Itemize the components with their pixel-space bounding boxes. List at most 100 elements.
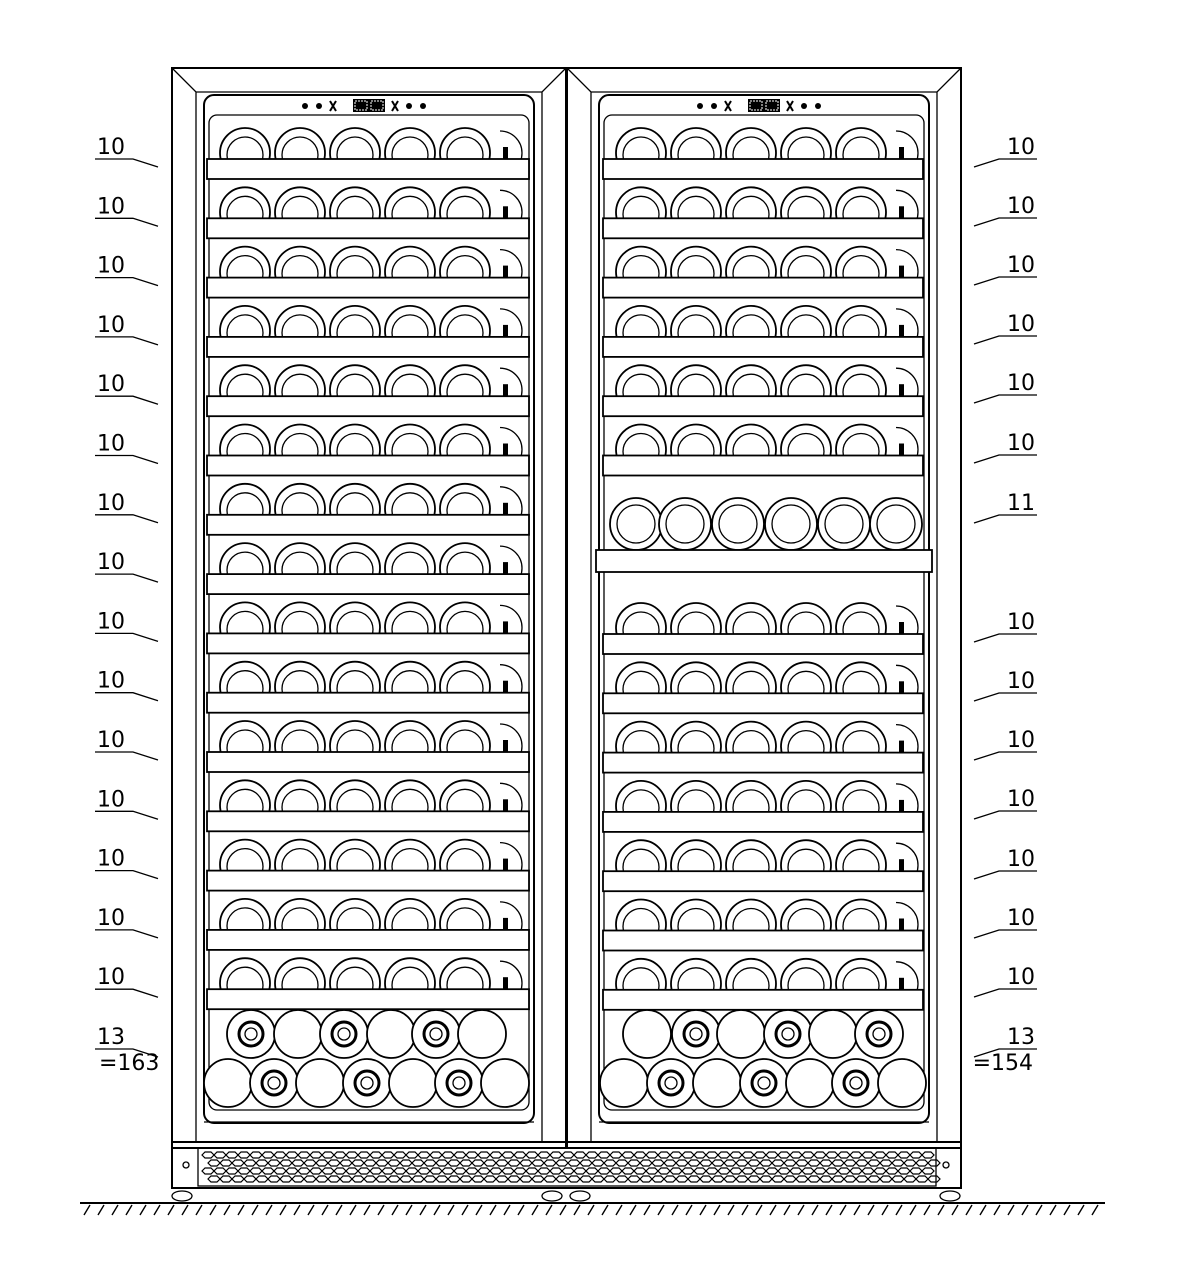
right-shelf-front (602, 929, 924, 952)
floor-line (80, 1202, 1105, 1216)
right-leader-line (973, 633, 1037, 643)
left-shelf-count: 10 (97, 313, 125, 338)
left-shelf-count: 10 (97, 194, 125, 219)
right-control-button (786, 100, 794, 112)
right-bottle-neck (899, 859, 904, 872)
right-control-button (697, 103, 703, 109)
left-shelf-front (206, 395, 530, 418)
right-leader-line (973, 692, 1037, 702)
left-shelf-count: 10 (97, 728, 125, 753)
left-shelf-front (206, 929, 530, 951)
left-shelf-count: 10 (97, 135, 125, 160)
left-cabinet-racks (203, 127, 530, 1108)
left-stacked-bottle (295, 1058, 345, 1108)
right-leader-line (973, 929, 1037, 939)
right-control-button (815, 103, 821, 109)
left-shelf-count: 10 (97, 787, 125, 812)
right-display-bottle (764, 497, 818, 551)
right-bottle-neck-end (774, 1020, 802, 1048)
left-bottle-neck (503, 740, 508, 752)
left-stacked-bottle (273, 1009, 323, 1059)
right-stacked-bottle (599, 1058, 649, 1108)
right-bottle-neck-end (842, 1069, 870, 1097)
left-leader-line (95, 1048, 159, 1058)
right-shelf-count: 10 (1007, 253, 1035, 278)
left-bottle-neck (503, 680, 508, 693)
right-shelf-front (602, 751, 924, 774)
left-bottle-neck (503, 621, 508, 634)
right-shelf-front (602, 811, 924, 833)
left-bottle-neck (503, 206, 508, 219)
left-leader-line (95, 632, 159, 643)
cabinet-foot (541, 1190, 563, 1202)
left-stacked-bottle (457, 1009, 507, 1059)
left-bottle-neck-end (353, 1069, 381, 1097)
left-shelf-count: 10 (97, 906, 125, 931)
right-control-panel (697, 99, 821, 112)
right-stacked-bottle (808, 1009, 858, 1059)
right-bottle-neck (899, 977, 904, 990)
left-leader-line (95, 336, 159, 346)
left-shelf-front (206, 751, 530, 773)
right-stacked-bottle (692, 1058, 742, 1108)
left-shelf-count: 10 (97, 609, 125, 634)
right-leader-line (973, 810, 1037, 820)
left-stacked-bottle (388, 1058, 438, 1108)
left-leader-line (95, 869, 159, 880)
left-shelf-count: 10 (97, 965, 125, 990)
left-leader-line (95, 692, 159, 702)
left-leader-line (95, 751, 159, 761)
cabinet-foot (569, 1190, 591, 1202)
right-shelf-count: 10 (1007, 787, 1035, 812)
grille-screw (182, 1161, 190, 1169)
right-bottle-neck (899, 740, 904, 753)
left-bottle-neck (503, 265, 508, 278)
right-leader-line (973, 276, 1037, 286)
left-shelf-front (206, 810, 530, 833)
right-bottle-neck (899, 324, 904, 337)
left-bottle-neck (503, 917, 508, 930)
left-leader-line (95, 810, 159, 820)
left-control-button (302, 103, 308, 109)
left-leader-line (95, 158, 159, 168)
right-bottle-neck (899, 681, 904, 694)
left-bottle-neck (503, 977, 508, 990)
right-bottle-neck-end (865, 1020, 893, 1048)
base-plinth (171, 1141, 962, 1189)
left-stacked-bottle (203, 1058, 253, 1108)
right-shelf-front (602, 633, 924, 655)
left-shelf-count: 10 (97, 432, 125, 457)
left-bottle-neck (503, 502, 508, 515)
left-leader-line (95, 514, 159, 524)
right-shelf-front (602, 692, 924, 715)
right-shelf-count: 10 (1007, 965, 1035, 990)
left-shelf-front (206, 632, 530, 655)
right-shelf-count: 10 (1007, 135, 1035, 160)
right-bottle-neck (899, 622, 904, 634)
left-total: =163 (99, 1051, 159, 1076)
right-shelf-front (602, 158, 924, 180)
left-bottle-neck-end (422, 1020, 450, 1048)
left-control-panel (302, 99, 426, 112)
left-bottle-neck (503, 858, 508, 871)
grille-pattern (201, 1151, 941, 1183)
right-bottle-neck (899, 443, 904, 456)
grille-frame (197, 1147, 937, 1187)
right-bottom-count: 13 (1007, 1025, 1035, 1050)
right-shelf-count: 10 (1007, 610, 1035, 635)
left-shelf-count: 10 (97, 847, 125, 872)
right-leader-line (973, 335, 1037, 345)
left-bottle-neck-end (260, 1069, 288, 1097)
right-display (748, 99, 780, 112)
left-control-button (406, 103, 412, 109)
left-display (353, 99, 385, 112)
left-shelf-front (206, 335, 530, 358)
left-shelf-count: 10 (97, 372, 125, 397)
left-shelf-front (206, 573, 530, 595)
left-bottle-neck (503, 147, 508, 159)
left-shelf-count: 10 (97, 669, 125, 694)
left-shelf-front (206, 217, 530, 240)
right-shelf-count: 10 (1007, 728, 1035, 753)
right-bottle-neck-end (657, 1069, 685, 1097)
